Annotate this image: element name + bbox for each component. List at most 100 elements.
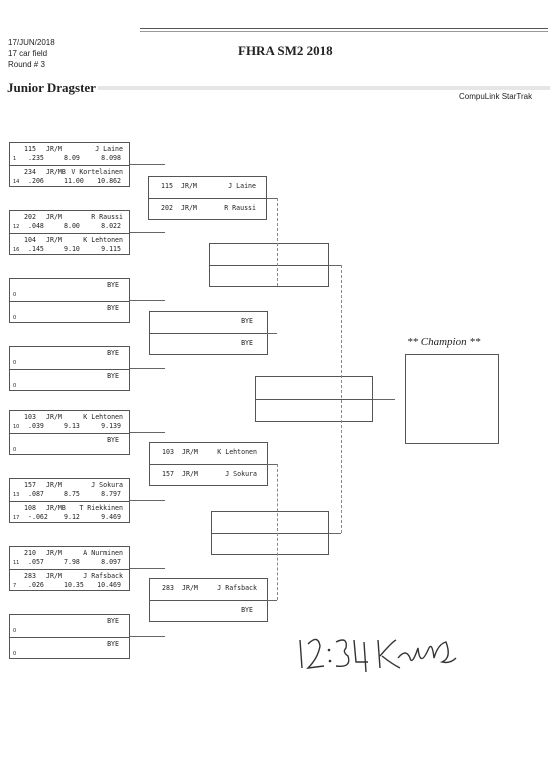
driver-name: K Lehtonen <box>217 448 257 456</box>
sixty-foot: 9.10 <box>64 245 80 253</box>
reaction-time: .057 <box>28 558 44 566</box>
car-number: 103 <box>24 413 36 421</box>
sixty-foot: 9.12 <box>64 513 80 521</box>
bye-label: BYE <box>107 349 119 357</box>
header-rule <box>140 28 548 29</box>
car-class: JR/M <box>182 470 198 478</box>
round2-bracket <box>277 198 278 286</box>
lane-number: 0 <box>13 383 17 389</box>
lane-number: 16 <box>13 247 20 253</box>
reaction-time: .039 <box>28 422 44 430</box>
car-number: 283 <box>162 584 174 592</box>
car-class: JR/M <box>46 236 62 244</box>
round2-bracket <box>277 464 278 600</box>
car-class: JR/M <box>181 182 197 190</box>
round1-connector <box>130 568 165 569</box>
car-number: 202 <box>24 213 36 221</box>
reaction-time: .235 <box>28 154 44 162</box>
round2-connector <box>267 600 277 601</box>
round1-connector <box>130 432 165 433</box>
lane-number: 11 <box>13 560 20 566</box>
lane-number: 10 <box>13 424 20 430</box>
driver-name: R Raussi <box>224 204 256 212</box>
lane-number: 17 <box>13 515 20 521</box>
reaction-time: .206 <box>28 177 44 185</box>
car-class: JR/MB <box>46 168 66 176</box>
sixty-foot: 7.98 <box>64 558 80 566</box>
driver-name: J Rafsback <box>217 584 257 592</box>
bye-label: BYE <box>241 606 253 614</box>
final-connector <box>373 399 395 400</box>
champion-box <box>405 354 499 444</box>
header-round: Round # 3 <box>8 60 45 69</box>
round2-connector <box>267 198 277 199</box>
car-number: 157 <box>24 481 36 489</box>
car-class: JR/M <box>182 584 198 592</box>
car-number: 104 <box>24 236 36 244</box>
lane-number: 14 <box>13 179 20 185</box>
round2-match-2: BYE BYE <box>149 311 268 355</box>
bye-label: BYE <box>107 304 119 312</box>
driver-name: J Sokura <box>225 470 257 478</box>
bye-label: BYE <box>107 617 119 625</box>
car-class: JR/M <box>46 213 62 221</box>
elapsed-time: 9.469 <box>101 513 121 521</box>
champion-label: ** Champion ** <box>407 336 481 348</box>
header-date: 17/JUN/2018 <box>8 38 55 47</box>
car-class: JR/M <box>46 145 62 153</box>
bottom-lane: BYE 0 <box>10 433 129 456</box>
car-number: 210 <box>24 549 36 557</box>
lane-number: 0 <box>13 292 17 298</box>
elapsed-time: 8.097 <box>101 558 121 566</box>
bye-label: BYE <box>107 436 119 444</box>
car-number: 108 <box>24 504 36 512</box>
round1-connector <box>130 300 165 301</box>
top-lane: BYE <box>150 312 267 334</box>
bottom-lane: BYE <box>150 600 267 623</box>
driver-name: R Raussi <box>91 213 123 221</box>
sixty-foot: 9.13 <box>64 422 80 430</box>
driver-name: J Sokura <box>91 481 123 489</box>
driver-name: T Riekkinen <box>79 504 123 512</box>
lane-number: 1 <box>13 156 17 162</box>
reaction-time: .145 <box>28 245 44 253</box>
lane-number: 0 <box>13 315 17 321</box>
round3-box-2 <box>211 511 329 555</box>
car-class: JR/M <box>46 572 62 580</box>
round2-connector <box>267 333 277 334</box>
car-class: JR/M <box>46 549 62 557</box>
driver-name: J Rafsback <box>83 572 123 580</box>
driver-name: J Laine <box>228 182 256 190</box>
car-number: 115 <box>24 145 36 153</box>
handwritten-signature <box>299 638 457 673</box>
bottom-lane: BYE 0 <box>10 301 129 324</box>
car-class: JR/M <box>182 448 198 456</box>
software-label: CompuLink StarTrak <box>459 92 533 101</box>
car-class: JR/M <box>46 481 62 489</box>
round1-connector <box>130 368 165 369</box>
bye-label: BYE <box>241 317 253 325</box>
sixty-foot: 8.75 <box>64 490 80 498</box>
driver-name: V Kortelainen <box>71 168 123 176</box>
lane-number: 0 <box>13 447 17 453</box>
elapsed-time: 8.098 <box>101 154 121 162</box>
header-rule-2 <box>140 31 548 32</box>
round1-connector <box>130 500 165 501</box>
bye-label: BYE <box>241 339 253 347</box>
driver-name: J Laine <box>95 145 123 153</box>
